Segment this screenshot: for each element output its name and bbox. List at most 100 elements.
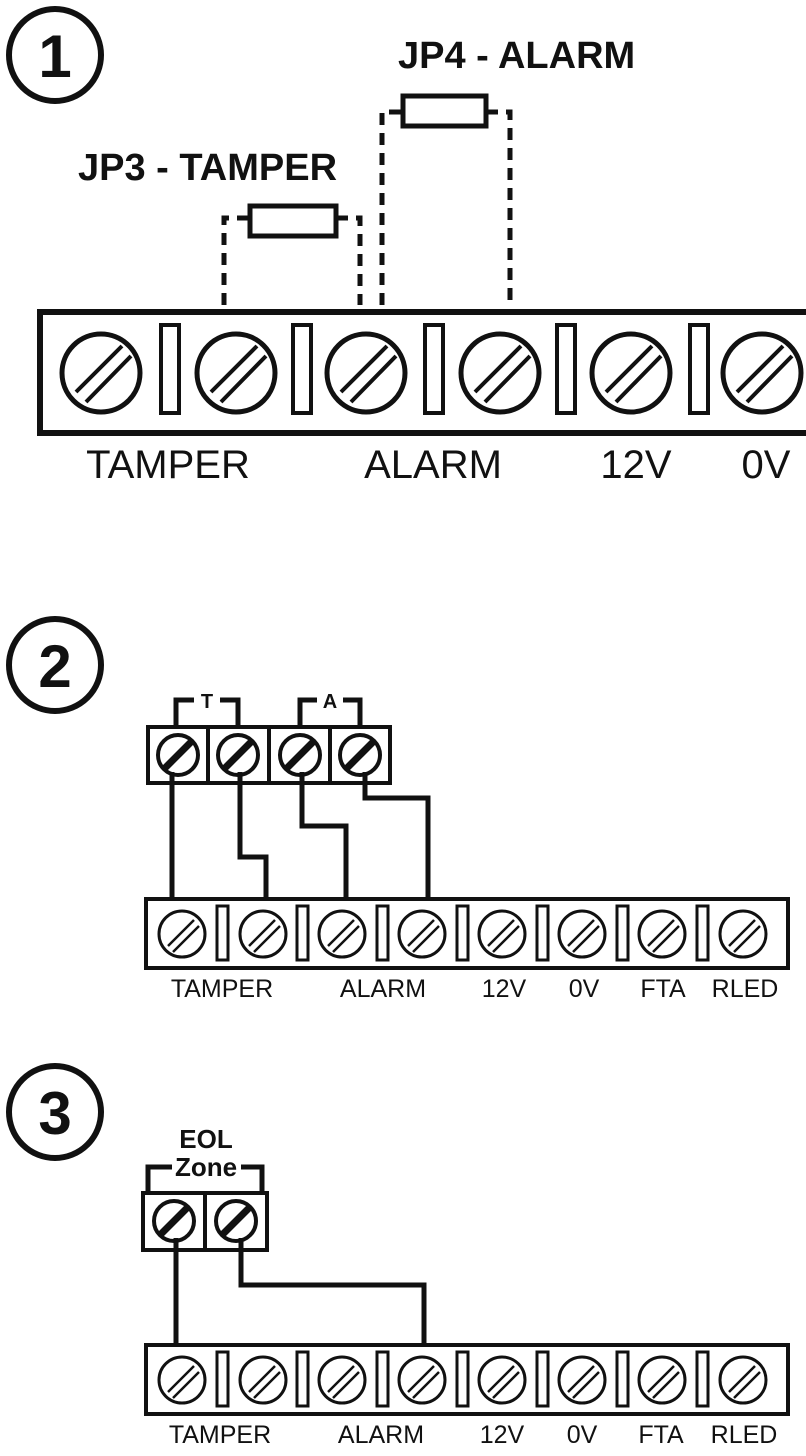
wire-t2-to-tamper <box>237 772 269 897</box>
screw-terminal <box>718 909 768 959</box>
device-screw <box>278 733 322 777</box>
bracket-t-label: T <box>201 691 213 713</box>
screw-terminal <box>324 331 408 415</box>
terminal-label-alarm: ALARM <box>338 1421 424 1449</box>
terminal-label-0v: 0V <box>742 443 791 487</box>
bracket-t-left <box>173 697 194 727</box>
screw-terminal <box>397 909 447 959</box>
terminal-label-tamper: TAMPER <box>169 1421 271 1449</box>
terminal-block-3-separators <box>215 1350 710 1408</box>
terminal-separator <box>688 323 710 415</box>
terminal-block-3-screws <box>157 1355 768 1405</box>
screw-terminal <box>477 909 527 959</box>
device-screw <box>216 733 260 777</box>
screw-terminal <box>458 331 542 415</box>
terminal-label-fta: FTA <box>640 975 686 1003</box>
bracket-zone-left <box>145 1164 172 1193</box>
bracket-t-right <box>220 697 241 727</box>
screw-terminal <box>317 1355 367 1405</box>
step-circle-3 <box>6 1063 104 1161</box>
terminal-separator <box>295 904 310 962</box>
jp4-wire-right <box>486 109 513 305</box>
screw-terminal <box>718 1355 768 1405</box>
bracket-a-label: A <box>323 691 337 713</box>
terminal-separator <box>215 904 230 962</box>
jp3-label: JP3 - TAMPER <box>78 147 337 189</box>
screw-terminal <box>157 1355 207 1405</box>
wire-a1-to-alarm <box>299 772 349 897</box>
terminal-separator <box>455 904 470 962</box>
terminal-separator <box>535 904 550 962</box>
bracket-zone-right <box>241 1164 265 1193</box>
terminal-separator <box>291 323 313 415</box>
jp3-wire-left <box>221 215 250 305</box>
terminal-label-rled: RLED <box>712 975 779 1003</box>
zone-label: Zone <box>175 1152 237 1182</box>
terminal-label-alarm: ALARM <box>340 975 426 1003</box>
device-screw <box>152 1199 196 1243</box>
bracket-a-left <box>297 697 317 727</box>
terminal-label-12v: 12V <box>600 443 671 487</box>
terminal-separator <box>535 1350 550 1408</box>
terminal-separator <box>555 323 577 415</box>
screw-terminal <box>238 1355 288 1405</box>
screw-terminal <box>589 331 673 415</box>
screw-terminal <box>194 331 278 415</box>
terminal-label-alarm: ALARM <box>364 443 502 487</box>
device-screw <box>214 1199 258 1243</box>
terminal-block-1-separators <box>159 323 710 415</box>
wire-a2-to-alarm <box>362 772 431 897</box>
step-number-3: 3 <box>38 1080 71 1147</box>
terminal-block-2-screws <box>157 909 768 959</box>
terminal-label-tamper: TAMPER <box>86 443 250 487</box>
terminal-separator <box>423 323 445 415</box>
terminal-separator <box>695 1350 710 1408</box>
terminal-label-0v: 0V <box>569 975 600 1003</box>
terminal-separator <box>375 904 390 962</box>
terminal-separator <box>295 1350 310 1408</box>
step-number-1: 1 <box>38 23 71 90</box>
jp4-resistor <box>400 93 489 129</box>
terminal-separator <box>375 1350 390 1408</box>
screw-terminal <box>637 909 687 959</box>
diagram-1: 1 JP4 - ALARM JP3 - TAMPER TAMPER <box>6 6 806 487</box>
step-circle-2 <box>6 616 104 714</box>
screw-terminal <box>317 909 367 959</box>
screw-terminal <box>157 909 207 959</box>
screw-terminal <box>238 909 288 959</box>
wire-zone2-to-alarm <box>238 1238 427 1343</box>
terminal-separator <box>215 1350 230 1408</box>
diagram-2: 2 T A <box>6 616 790 1003</box>
terminal-label-rled: RLED <box>711 1421 778 1449</box>
screw-terminal <box>477 1355 527 1405</box>
screw-terminal <box>557 1355 607 1405</box>
terminal-separator <box>455 1350 470 1408</box>
terminal-label-12v: 12V <box>480 1421 525 1449</box>
screw-terminal <box>557 909 607 959</box>
terminal-block-2-separators <box>215 904 710 962</box>
terminal-block-1-screws <box>59 331 804 415</box>
terminal-label-12v: 12V <box>482 975 527 1003</box>
device-screw <box>156 733 200 777</box>
jp3-resistor <box>247 203 339 239</box>
terminal-separator <box>615 1350 630 1408</box>
bracket-a-right <box>343 697 363 727</box>
screw-terminal <box>397 1355 447 1405</box>
diagram-3: 3 EOL Zone <box>6 1063 790 1449</box>
device-screw <box>338 733 382 777</box>
screw-terminal <box>637 1355 687 1405</box>
jp4-wire-left <box>379 109 403 305</box>
terminal-label-tamper: TAMPER <box>171 975 273 1003</box>
terminal-separator <box>615 904 630 962</box>
jp3-wire-right <box>336 215 363 305</box>
terminal-label-fta: FTA <box>638 1421 684 1449</box>
step-number-2: 2 <box>38 633 71 700</box>
terminal-separator <box>159 323 181 415</box>
screw-terminal <box>720 331 804 415</box>
screw-terminal <box>59 331 143 415</box>
terminal-label-0v: 0V <box>567 1421 598 1449</box>
terminal-separator <box>695 904 710 962</box>
step-circle-1 <box>6 6 104 104</box>
